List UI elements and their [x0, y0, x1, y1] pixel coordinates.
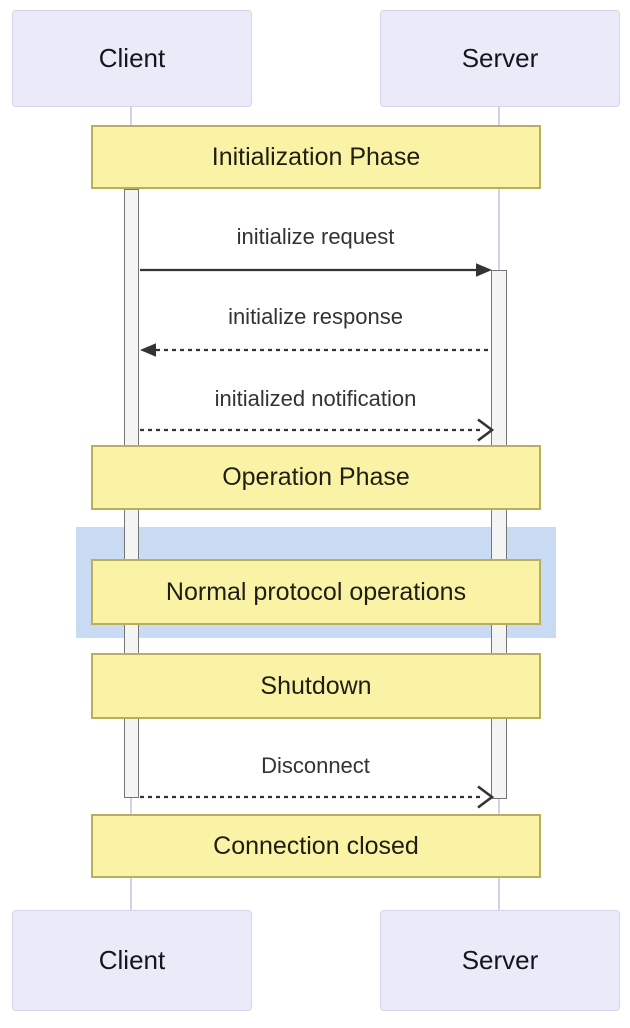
actor-label: Server	[461, 43, 539, 73]
note-shutdown: Shutdown	[91, 653, 541, 719]
actor-label: Client	[98, 945, 166, 975]
actor-server-bottom: Server	[380, 910, 620, 1011]
note-label: Operation Phase	[222, 463, 410, 491]
note-label: Initialization Phase	[211, 142, 421, 171]
arrow-right-dashed-open-icon	[140, 785, 495, 809]
message-label-initialize-request: initialize request	[236, 224, 395, 249]
note-label: Connection closed	[213, 831, 419, 860]
note-initialization-phase: Initialization Phase	[91, 125, 541, 189]
note-label: Normal protocol operations	[165, 577, 467, 606]
note-label: Shutdown	[260, 671, 372, 700]
message-label-initialized-notification: initialized notification	[214, 386, 417, 411]
actor-label: Client	[98, 43, 166, 73]
arrow-right-solid-icon	[140, 263, 492, 277]
actor-label: Server	[461, 945, 539, 975]
arrow-right-dashed-open-icon	[140, 418, 495, 442]
actor-client-bottom: Client	[12, 910, 252, 1011]
message-label-initialize-response: initialize response	[228, 304, 403, 329]
note-connection-closed: Connection closed	[91, 814, 541, 878]
note-operation-phase: Operation Phase	[91, 445, 541, 510]
arrow-left-dashed-icon	[140, 343, 492, 357]
note-normal-protocol-operations: Normal protocol operations	[91, 559, 541, 625]
actor-client-top: Client	[12, 10, 252, 107]
message-label-disconnect: Disconnect	[261, 753, 370, 778]
actor-server-top: Server	[380, 10, 620, 107]
